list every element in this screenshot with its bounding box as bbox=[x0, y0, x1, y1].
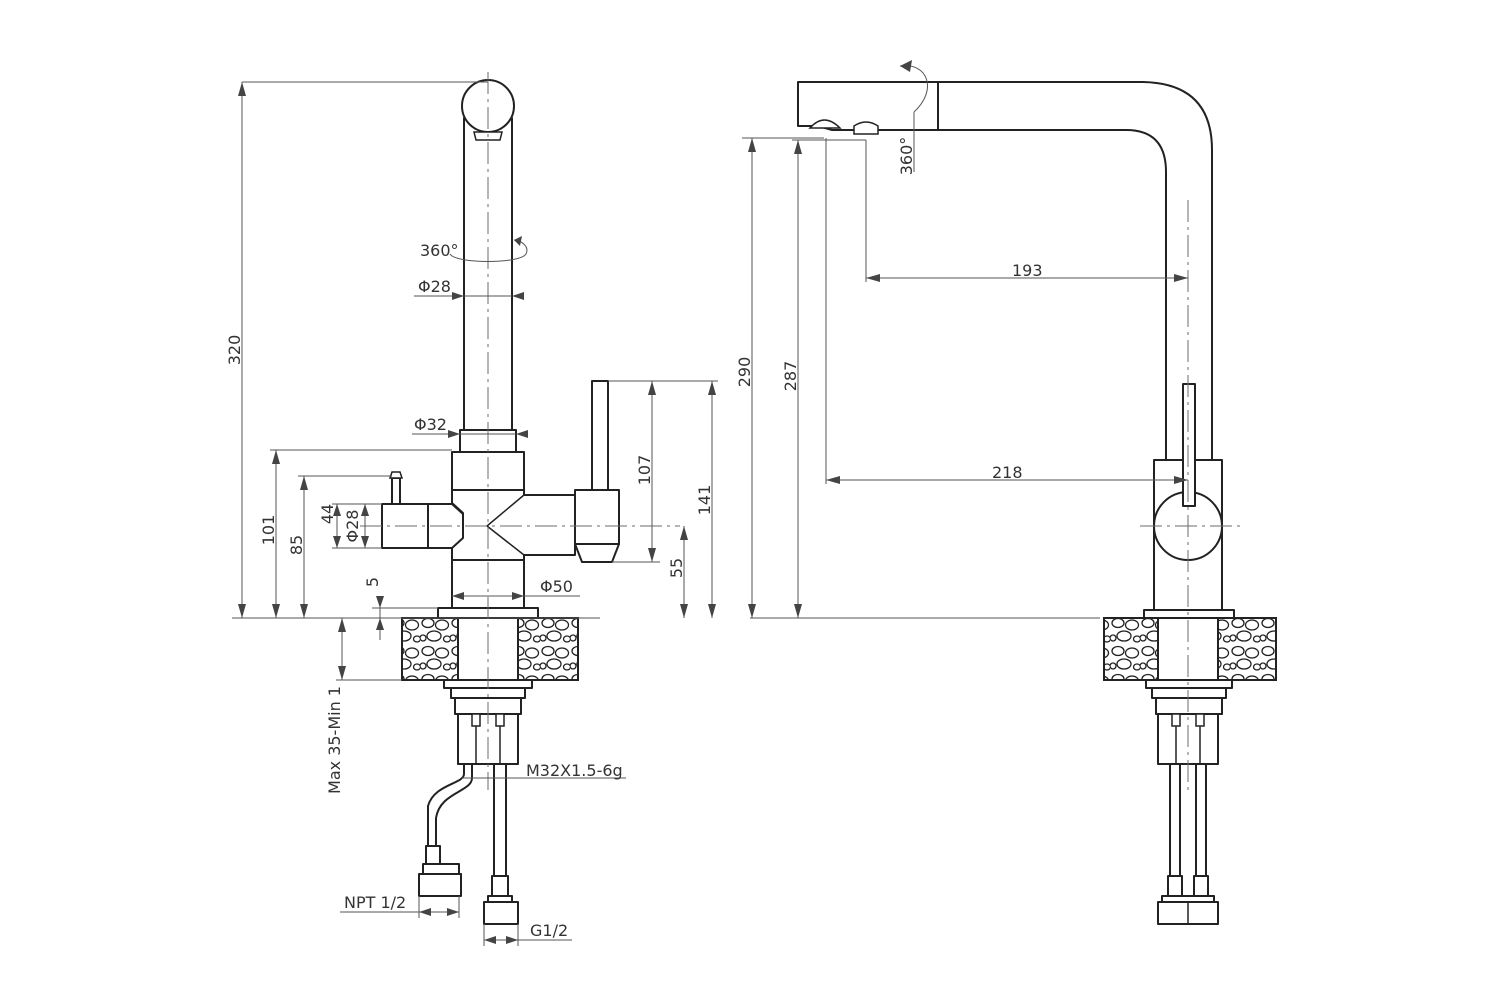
dim-npt: NPT 1/2 bbox=[344, 893, 406, 912]
side-dimension-lines bbox=[742, 60, 1188, 619]
front-dimension-labels: 320 101 85 44 Φ28 5 107 141 55 360° Φ28 … bbox=[225, 241, 714, 940]
side-view: 290 287 193 218 360° bbox=[735, 60, 1277, 925]
side-spout bbox=[797, 81, 1213, 461]
front-view: 320 101 85 44 Φ28 5 107 141 55 360° Φ28 … bbox=[225, 72, 718, 946]
front-dimension-lines bbox=[232, 81, 718, 946]
dim-dia-32: Φ32 bbox=[414, 415, 447, 434]
dim-thread-m32: M32X1.5-6g bbox=[526, 761, 623, 780]
side-countertop bbox=[1103, 617, 1277, 681]
front-hoses bbox=[418, 764, 519, 925]
side-dimension-labels: 290 287 193 218 360° bbox=[735, 137, 1043, 482]
dim-clamp-range: Max 35-Min 1 bbox=[325, 686, 344, 794]
side-center-lines bbox=[1140, 200, 1240, 790]
side-body bbox=[1143, 383, 1235, 619]
dim-44: 44 bbox=[318, 504, 337, 524]
dim-g-thread: G1/2 bbox=[530, 921, 568, 940]
front-right-lever bbox=[574, 380, 620, 563]
dim-dia-28-lever: Φ28 bbox=[343, 510, 362, 543]
dim-107: 107 bbox=[635, 455, 654, 486]
dim-rotation-front: 360° bbox=[420, 241, 459, 260]
dim-55: 55 bbox=[667, 558, 686, 578]
dim-rotation-side: 360° bbox=[897, 137, 916, 176]
front-center-lines bbox=[360, 72, 680, 790]
dim-218: 218 bbox=[992, 463, 1023, 482]
dim-193: 193 bbox=[1012, 261, 1043, 280]
front-left-lever bbox=[381, 471, 464, 549]
dim-320: 320 bbox=[225, 335, 244, 366]
dim-141: 141 bbox=[695, 485, 714, 516]
dim-dia-28-spout: Φ28 bbox=[418, 277, 451, 296]
side-mounting bbox=[1145, 679, 1233, 765]
dim-290: 290 bbox=[735, 357, 754, 388]
front-countertop bbox=[401, 617, 579, 681]
side-hoses bbox=[1157, 764, 1219, 925]
dim-101: 101 bbox=[259, 515, 278, 546]
dim-287: 287 bbox=[781, 361, 800, 392]
dim-85: 85 bbox=[287, 535, 306, 555]
dim-dia-50: Φ50 bbox=[540, 577, 573, 596]
dim-5: 5 bbox=[363, 577, 382, 587]
